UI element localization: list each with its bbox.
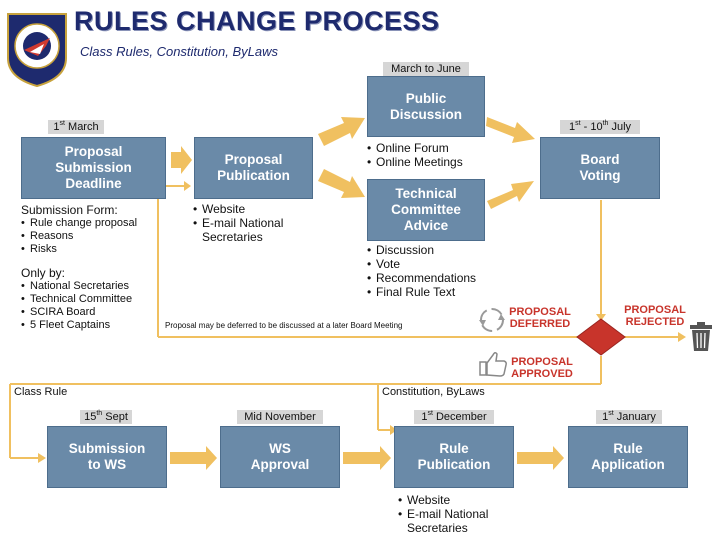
arrow-ws-to-approval bbox=[170, 446, 217, 470]
outcome-deferred: PROPOSAL DEFERRED bbox=[509, 306, 571, 330]
arrow-deadline-to-publication bbox=[171, 146, 192, 174]
page-subtitle: Class Rules, Constitution, ByLaws bbox=[80, 44, 278, 59]
box-ws-approval: WS Approval bbox=[220, 426, 340, 488]
box-technical-committee: Technical Committee Advice bbox=[367, 179, 485, 241]
recycle-icon bbox=[479, 308, 505, 332]
deferred-note: Proposal may be deferred to be discussed… bbox=[165, 321, 403, 330]
decision-diamond bbox=[576, 318, 626, 356]
technical-notes: Discussion Vote Recommendations Final Ru… bbox=[367, 243, 497, 299]
branch-class-rule: Class Rule bbox=[14, 386, 68, 398]
arrow-publication-to-discussion bbox=[318, 117, 365, 146]
snipe-logo bbox=[7, 13, 67, 88]
box-rule-application: Rule Application bbox=[568, 426, 688, 488]
trash-icon bbox=[690, 322, 712, 351]
arrow-approval-to-publication bbox=[343, 446, 391, 470]
date-label-publication: 1st December bbox=[414, 410, 494, 424]
box-public-discussion: Public Discussion bbox=[367, 76, 485, 137]
date-label-proposal: 1st March bbox=[48, 120, 104, 134]
date-label-approval: Mid November bbox=[237, 410, 323, 424]
thumbs-up-icon bbox=[479, 351, 507, 377]
outcome-approved: PROPOSAL APPROVED bbox=[511, 356, 573, 380]
box-board-voting: Board Voting bbox=[540, 137, 660, 199]
box-rule-publication: Rule Publication bbox=[394, 426, 514, 488]
page-title: RULES CHANGE PROCESS bbox=[74, 6, 440, 36]
arrow-publication-to-technical bbox=[318, 169, 365, 198]
submission-form-notes: Submission Form: Rule change proposal Re… bbox=[21, 203, 161, 332]
arrow-discussion-to-voting bbox=[486, 117, 535, 143]
discussion-notes: Online Forum Online Meetings bbox=[367, 141, 487, 169]
outcome-rejected: PROPOSAL REJECTED bbox=[624, 304, 686, 328]
date-label-ws: 15th Sept bbox=[80, 410, 132, 424]
date-label-application: 1st January bbox=[596, 410, 662, 424]
branch-constitution: Constitution, ByLaws bbox=[382, 386, 485, 398]
publication-notes: Website E-mail National Secretaries bbox=[193, 202, 303, 244]
box-submission-ws: Submission to WS bbox=[47, 426, 167, 488]
rule-publication-notes: Website E-mail National Secretaries bbox=[398, 493, 508, 535]
box-proposal-publication: Proposal Publication bbox=[194, 137, 313, 199]
arrow-technical-to-voting bbox=[487, 181, 534, 209]
date-label-voting: 1st - 10th July bbox=[560, 120, 640, 134]
arrow-publication-to-application bbox=[517, 446, 564, 470]
date-label-discussion: March to June bbox=[383, 62, 469, 76]
box-proposal-deadline: Proposal Submission Deadline bbox=[21, 137, 166, 199]
